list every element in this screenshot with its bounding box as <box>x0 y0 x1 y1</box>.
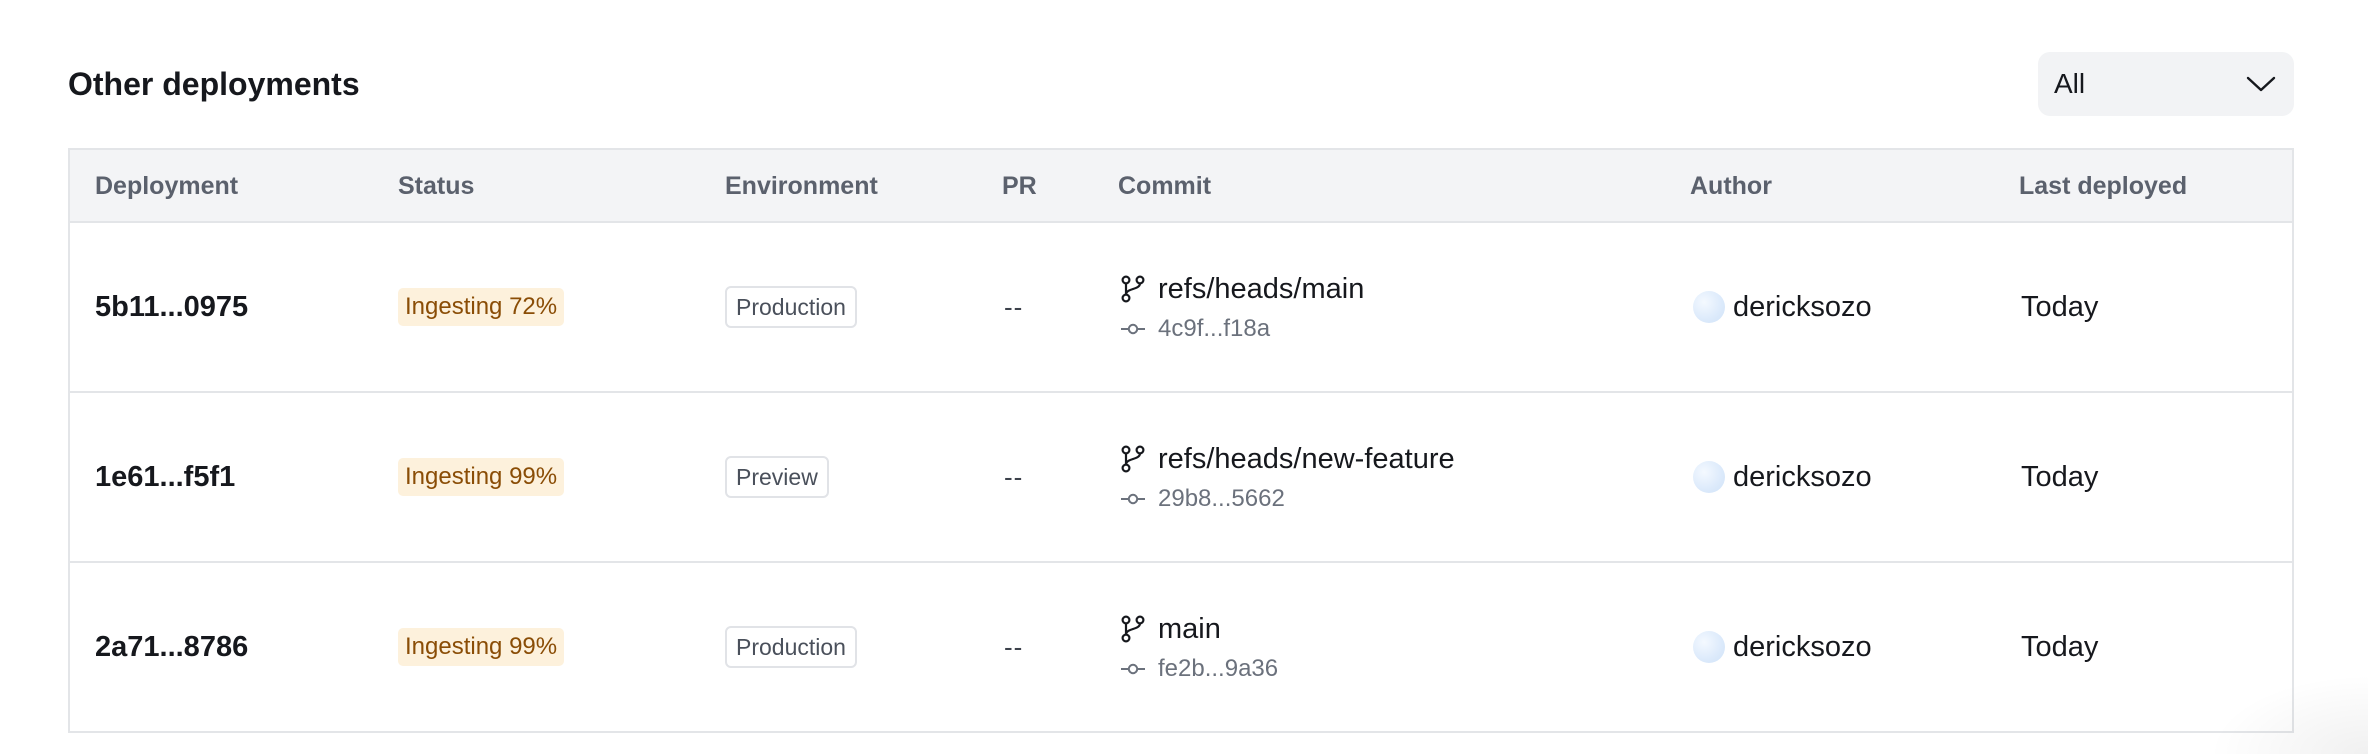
section-title: Other deployments <box>68 66 360 102</box>
git-branch-icon <box>1121 275 1145 303</box>
chevron-down-icon <box>2246 76 2276 92</box>
status-badge: Ingesting 72% <box>398 288 565 326</box>
column-header-deployment[interactable]: Deployment <box>95 172 239 200</box>
column-header-status[interactable]: Status <box>398 172 475 200</box>
pr-value: -- <box>1004 461 1024 492</box>
status-badge: Ingesting 99% <box>398 628 565 666</box>
git-commit-icon <box>1121 323 1145 335</box>
column-header-author[interactable]: Author <box>1690 172 1772 200</box>
commit-sha[interactable]: fe2b...9a36 <box>1158 655 1279 682</box>
commit-sha[interactable]: 29b8...5662 <box>1158 485 1285 512</box>
deployment-id[interactable]: 2a71...8786 <box>95 630 249 663</box>
column-header-commit[interactable]: Commit <box>1118 172 1212 200</box>
avatar <box>1693 461 1725 493</box>
branch-name[interactable]: refs/heads/main <box>1158 273 1365 305</box>
commit-sha[interactable]: 4c9f...f18a <box>1158 315 1271 342</box>
git-commit-icon <box>1121 663 1145 675</box>
deployment-filter-select[interactable]: All <box>2038 52 2294 116</box>
avatar <box>1693 291 1725 323</box>
table-row[interactable]: 2a71...8786 Ingesting 99% Production -- … <box>70 563 2292 733</box>
deployment-id[interactable]: 1e61...f5f1 <box>95 460 236 493</box>
git-commit-icon <box>1121 493 1145 505</box>
author-name: dericksozo <box>1733 460 1872 493</box>
column-header-last-deployed[interactable]: Last deployed <box>2019 172 2188 200</box>
table-row[interactable]: 1e61...f5f1 Ingesting 99% Preview -- ref… <box>70 393 2292 563</box>
git-branch-icon <box>1121 445 1145 473</box>
deployment-id[interactable]: 5b11...0975 <box>95 290 249 323</box>
pr-value: -- <box>1004 291 1024 322</box>
table-row[interactable]: 5b11...0975 Ingesting 72% Production -- … <box>70 223 2292 393</box>
environment-badge: Production <box>725 286 857 328</box>
environment-badge: Preview <box>725 456 829 498</box>
column-header-environment[interactable]: Environment <box>725 172 878 200</box>
pr-value: -- <box>1004 631 1024 662</box>
deployments-table: Deployment Status Environment PR Commit … <box>68 148 2294 733</box>
commit-info: main fe2b...9a36 <box>1120 609 1278 685</box>
git-branch-icon <box>1121 615 1145 643</box>
commit-info: refs/heads/new-feature 29b8...5662 <box>1120 439 1455 515</box>
branch-name[interactable]: refs/heads/new-feature <box>1158 443 1455 475</box>
environment-badge: Production <box>725 626 857 668</box>
branch-name[interactable]: main <box>1158 613 1221 645</box>
avatar <box>1693 631 1725 663</box>
author-name: dericksozo <box>1733 290 1872 323</box>
last-deployed-date: Today <box>2021 630 2099 663</box>
filter-selected-value: All <box>2054 68 2086 99</box>
column-header-pr[interactable]: PR <box>1002 172 1037 200</box>
author-name: dericksozo <box>1733 630 1872 663</box>
commit-info: refs/heads/main 4c9f...f18a <box>1120 269 1364 345</box>
status-badge: Ingesting 99% <box>398 458 565 496</box>
last-deployed-date: Today <box>2021 290 2099 323</box>
table-header: Deployment Status Environment PR Commit … <box>70 150 2292 223</box>
last-deployed-date: Today <box>2021 460 2099 493</box>
